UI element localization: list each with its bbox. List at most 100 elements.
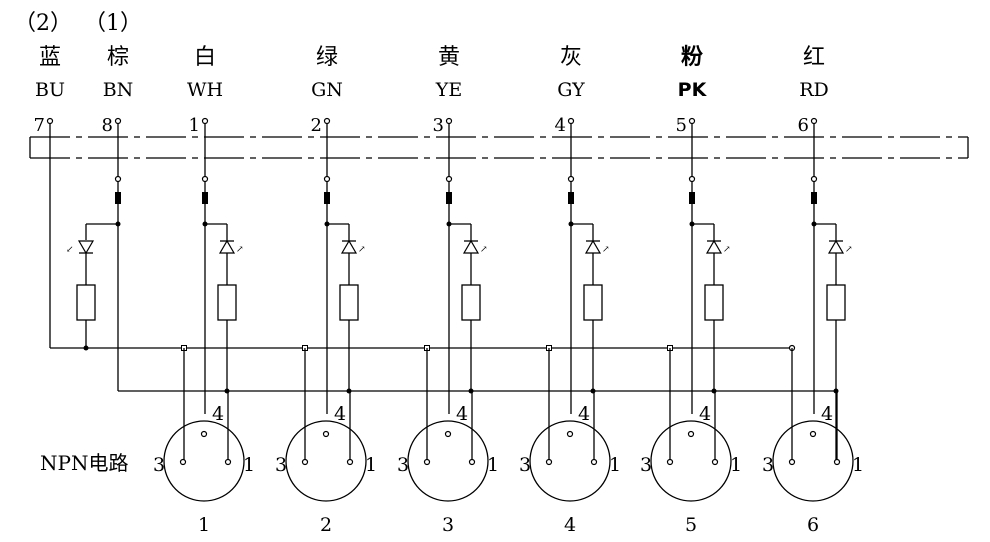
- connector-body: [529, 420, 611, 502]
- connector-pin-1: [711, 458, 719, 466]
- connector-pin-1: [468, 458, 476, 466]
- connector-pin-3: [423, 458, 431, 466]
- signal-led-diode: [584, 239, 602, 254]
- connector-pin-1-label: 1: [609, 454, 621, 476]
- connector-pin-4: [809, 430, 817, 438]
- power-led-diode: [77, 240, 95, 255]
- signal-led-resistor: [339, 284, 359, 321]
- signal-led-resistor: [461, 284, 481, 321]
- wire-terminal: [201, 117, 209, 125]
- connector-pin-1: [224, 458, 232, 466]
- connector-pin-3: [179, 458, 187, 466]
- fuse-block: [811, 192, 817, 204]
- signal-led-diode: [827, 239, 845, 254]
- connector-pin-3-label: 3: [153, 454, 165, 476]
- junction-dot: [590, 388, 596, 394]
- signal-led-resistor: [704, 284, 724, 321]
- connector-pin-3-label: 3: [762, 454, 774, 476]
- connector-body: [163, 420, 245, 502]
- connector-pin-1-label: 1: [487, 454, 499, 476]
- connector-body: [772, 420, 854, 502]
- connector-pin-3: [301, 458, 309, 466]
- led-emission-mark: ↗: [723, 245, 731, 255]
- wire-terminal: [810, 175, 818, 183]
- connector-pin-3-label: 3: [640, 454, 652, 476]
- signal-led-diode: [705, 239, 723, 254]
- led-emission-mark: ↙: [66, 245, 74, 255]
- wire-terminal: [46, 117, 54, 125]
- wire-terminal: [567, 117, 575, 125]
- power-led-resistor: [76, 284, 96, 321]
- connector-body: [285, 420, 367, 502]
- drawing-layer: 蓝BU7棕BN8白WH1绿GN2黄YE3灰GY4粉PK5红RD6↙↗↗↗↗↗↗4…: [29, 45, 969, 536]
- connector-number: 4: [564, 514, 576, 536]
- junction-dot: [346, 388, 352, 394]
- led-emission-mark: ↗: [480, 245, 488, 255]
- connector-pin-4: [322, 430, 330, 438]
- wire-pin-number: 5: [676, 115, 687, 136]
- wire-color-cn-gn: 绿: [316, 45, 338, 70]
- connector-number: 5: [685, 514, 697, 536]
- led-emission-mark: ↗: [602, 245, 610, 255]
- wire-color-code-pk: PK: [678, 79, 708, 101]
- connector-pin-1-label: 1: [365, 454, 377, 476]
- junction-dot: [468, 388, 474, 394]
- connector-pin-4: [566, 430, 574, 438]
- connector-pin-4-label: 4: [821, 403, 833, 425]
- wire-color-cn-ye: 黄: [438, 45, 460, 70]
- connector-number: 3: [442, 514, 454, 536]
- connector-number: 2: [320, 514, 332, 536]
- signal-led-resistor: [583, 284, 603, 321]
- connector-pin-1-label: 1: [730, 454, 742, 476]
- wire-pin-number: 2: [311, 115, 322, 136]
- wire-terminal: [114, 175, 122, 183]
- connector-number: 1: [198, 514, 210, 536]
- wire-pin-number: 6: [798, 115, 809, 136]
- wire-color-cn-bu: 蓝: [39, 45, 61, 70]
- connector-pin-3: [545, 458, 553, 466]
- junction-dot: [83, 345, 89, 351]
- connector-body: [650, 420, 732, 502]
- connector-pin-4-label: 4: [334, 403, 346, 425]
- circuit-label: NPN电路: [40, 451, 128, 475]
- wire-color-cn-gy: 灰: [560, 45, 582, 70]
- wire-color-code-gy: GY: [557, 79, 585, 101]
- fuse-block: [446, 192, 452, 204]
- wire-terminal: [688, 175, 696, 183]
- connector-pin-4-label: 4: [699, 403, 711, 425]
- junction-dot: [224, 388, 230, 394]
- fuse-block: [689, 192, 695, 204]
- connector-pin-3-label: 3: [275, 454, 287, 476]
- wire-color-cn-wh: 白: [194, 45, 216, 70]
- connector-pin-4-label: 4: [212, 403, 224, 425]
- led-emission-mark: ↗: [845, 245, 853, 255]
- junction-dot: [711, 388, 717, 394]
- connector-pin-3: [666, 458, 674, 466]
- wire-color-code-bu: BU: [35, 79, 65, 101]
- connector-pin-1-label: 1: [243, 454, 255, 476]
- wire-terminal: [445, 117, 453, 125]
- connector-body: [407, 420, 489, 502]
- signal-led-resistor: [826, 284, 846, 321]
- wire-terminal: [688, 117, 696, 125]
- wire-terminal: [114, 117, 122, 125]
- connector-pin-3: [788, 458, 796, 466]
- connector-pin-1: [833, 458, 841, 466]
- fuse-block: [202, 192, 208, 204]
- wire-color-code-rd: RD: [799, 79, 829, 101]
- connector-pin-4: [444, 430, 452, 438]
- wire-pin-number: 4: [555, 115, 566, 136]
- wire-color-code-bn: BN: [103, 79, 134, 101]
- wire-terminal: [323, 117, 331, 125]
- signal-led-resistor: [217, 284, 237, 321]
- connector-pin-4: [687, 430, 695, 438]
- led-emission-mark: ↗: [236, 245, 244, 255]
- group-label-1: （1）: [84, 11, 142, 36]
- wire-terminal: [201, 175, 209, 183]
- fuse-block: [115, 192, 121, 204]
- signal-led-diode: [340, 239, 358, 254]
- wire-terminal: [810, 117, 818, 125]
- connector-number: 6: [807, 514, 819, 536]
- wire-color-cn-rd: 红: [803, 45, 825, 70]
